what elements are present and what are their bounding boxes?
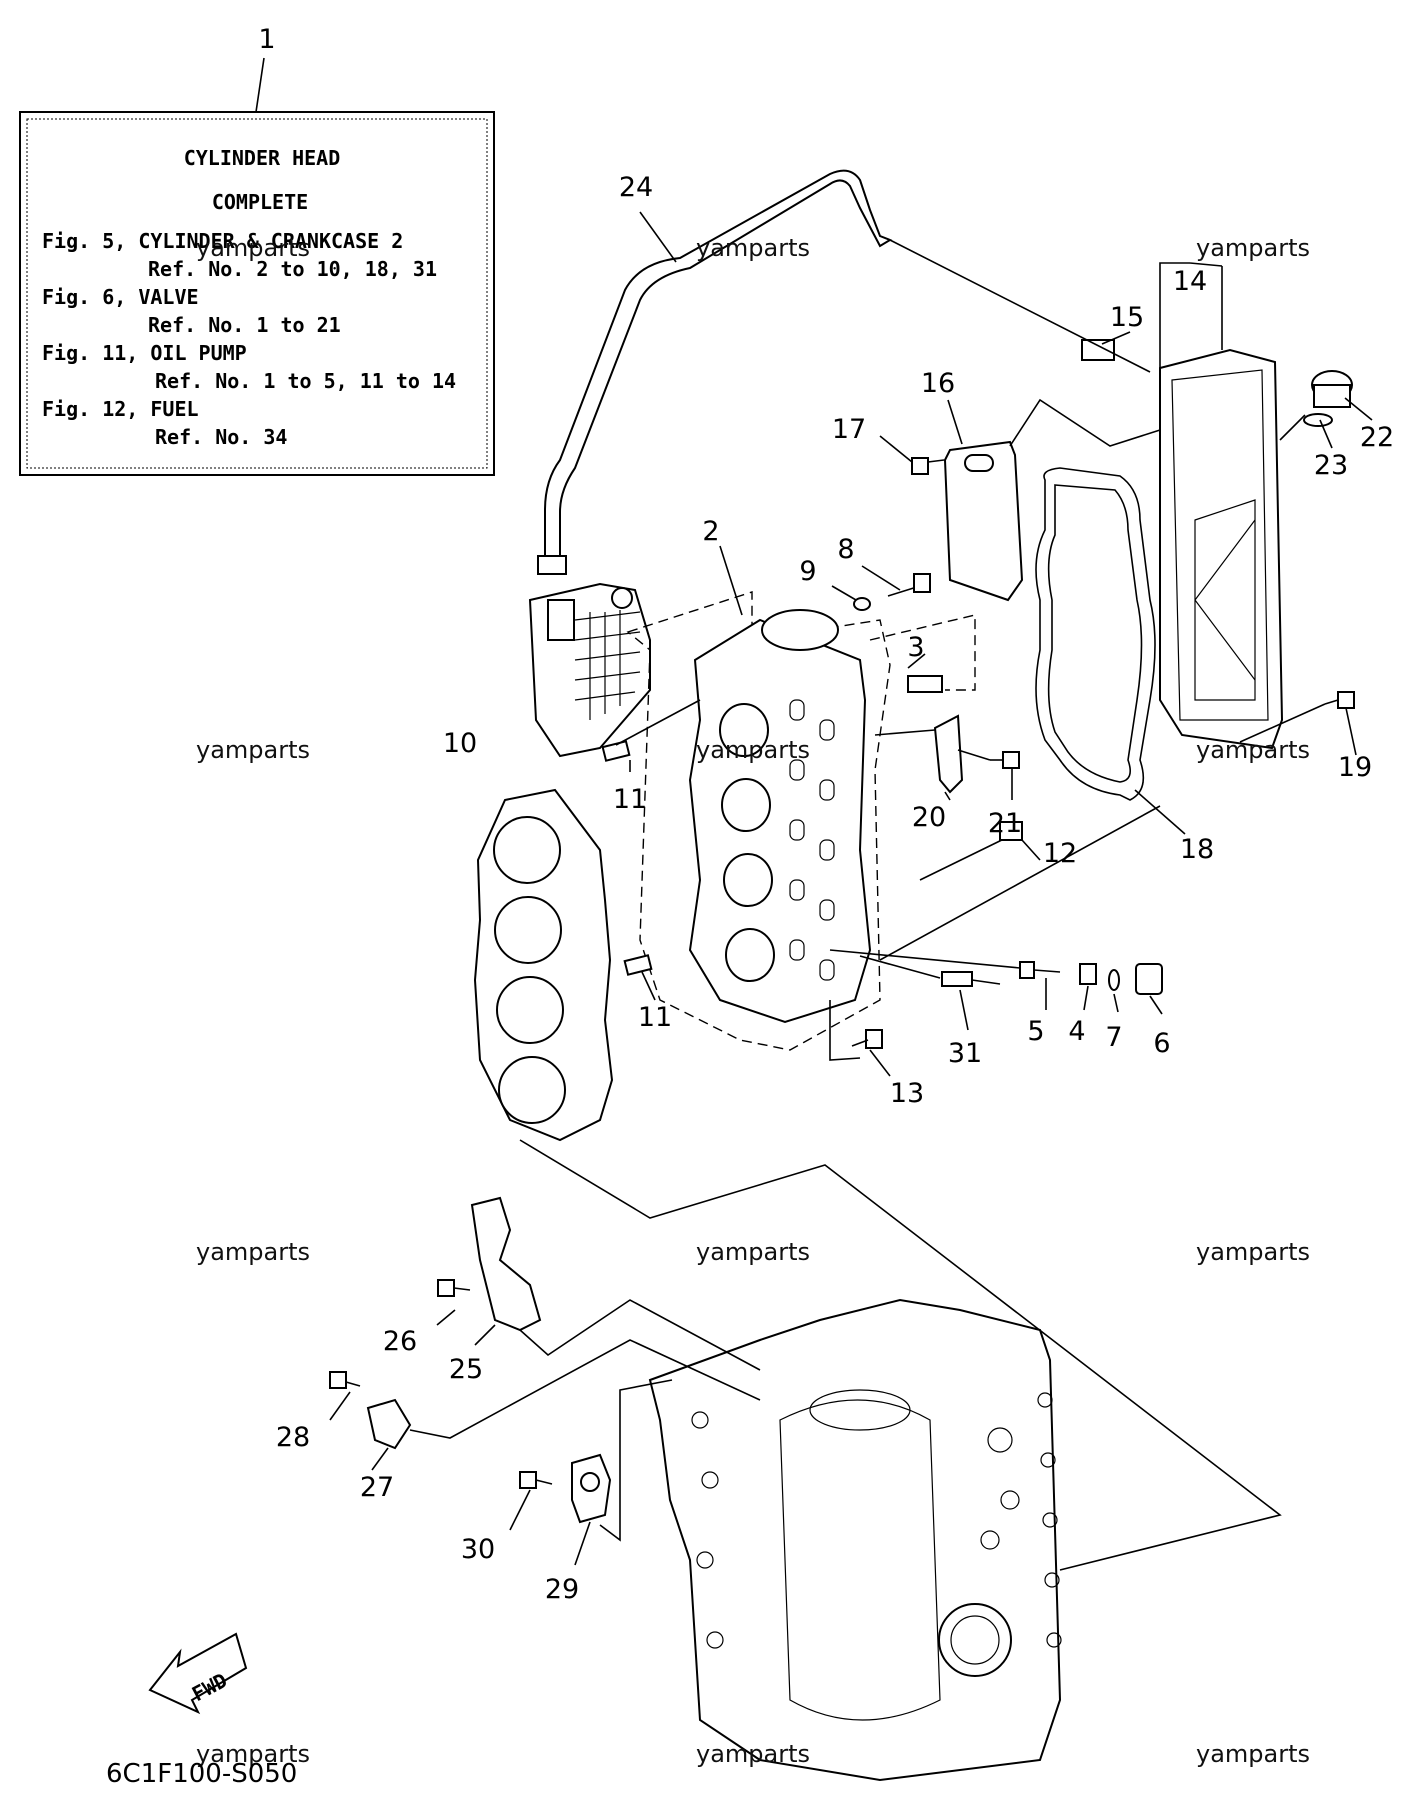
callout-16: 16: [921, 368, 955, 399]
callout-11-lower: 11: [638, 1002, 672, 1033]
watermark: yamparts: [196, 1238, 310, 1266]
callout-29: 29: [545, 1574, 579, 1605]
callout-5: 5: [1027, 1016, 1044, 1047]
plate-part: [943, 440, 1024, 602]
callout-14: 14: [1173, 266, 1207, 297]
kit-ref-no-1: Ref. No. 2 to 10, 18, 31: [148, 257, 437, 281]
watermark: yamparts: [696, 234, 810, 262]
cover-gasket-part: [1035, 467, 1156, 801]
kit-ref-fig-4: Fig. 12, FUEL: [42, 397, 199, 421]
pin-3-part: [907, 675, 943, 693]
callout-13: 13: [890, 1078, 924, 1109]
bracket-29-part: [571, 1453, 612, 1524]
crankcase-part: [648, 1298, 1062, 1782]
watermark: yamparts: [696, 1740, 810, 1768]
callout-30: 30: [461, 1534, 495, 1565]
callout-18: 18: [1180, 834, 1214, 865]
watermark: yamparts: [1196, 234, 1310, 262]
kit-ref-no-4: Ref. No. 34: [155, 425, 287, 449]
callout-8: 8: [837, 534, 854, 565]
watermark: yamparts: [1196, 1740, 1310, 1768]
dowel-11-upper-part: [601, 740, 631, 762]
callout-4: 4: [1068, 1016, 1085, 1047]
bolt-28-part: [329, 1371, 361, 1389]
head-gasket-part: [473, 788, 614, 1142]
callout-6: 6: [1153, 1028, 1170, 1059]
bolt-8-part: [887, 573, 931, 597]
watermark: yamparts: [696, 1238, 810, 1266]
callout-23: 23: [1314, 450, 1348, 481]
callout-28: 28: [276, 1422, 310, 1453]
bolt-15-part: [1081, 339, 1115, 361]
callout-9: 9: [799, 556, 816, 587]
callout-12: 12: [1043, 838, 1077, 869]
bolt-30-part: [519, 1471, 553, 1489]
callout-25: 25: [449, 1354, 483, 1385]
bolt-5-part: [1019, 961, 1061, 979]
callout-24: 24: [619, 172, 653, 203]
callout-7: 7: [1105, 1022, 1122, 1053]
kit-ref-no-2: Ref. No. 1 to 21: [148, 313, 341, 337]
watermark: yamparts: [1196, 1238, 1310, 1266]
callout-2: 2: [702, 516, 719, 547]
cylinder-head-part: [626, 591, 891, 1051]
callout-10: 10: [443, 728, 477, 759]
callout-22: 22: [1360, 422, 1394, 453]
kit-ref-fig-2: Fig. 6, VALVE: [42, 285, 199, 309]
bolt-19-part: [1324, 691, 1355, 709]
spark-plug-31-part: [941, 971, 1001, 987]
leader-lines: [329, 211, 1373, 1571]
callout-15: 15: [1110, 302, 1144, 333]
head-cover-part: [1159, 348, 1284, 750]
callout-31: 31: [948, 1038, 982, 1069]
diagram-code: 6C1F100-S050: [106, 1759, 297, 1789]
bolt-21-part: [990, 751, 1020, 769]
oil-cap-part: [1303, 370, 1353, 427]
kit-title-line1: CYLINDER HEAD: [184, 146, 341, 170]
kit-ref-no-3: Ref. No. 1 to 5, 11 to 14: [155, 369, 456, 393]
callout-27: 27: [360, 1472, 394, 1503]
washer-9-part: [853, 597, 871, 611]
watermark: yamparts: [1196, 736, 1310, 764]
forward-arrow-icon: FWD: [148, 1632, 248, 1715]
plug-6-part: [1135, 963, 1163, 995]
hose-part: [537, 169, 893, 575]
part-4: [1079, 963, 1097, 985]
bolt-17-part: [911, 457, 945, 475]
bracket-27-part: [366, 1398, 412, 1450]
kit-ref-fig-1: Fig. 5, CYLINDER & CRANKCASE 2: [42, 229, 403, 253]
bolt-13-part: [851, 1029, 883, 1049]
kit-title-line2: COMPLETE: [212, 190, 308, 214]
bracket-20-part: [933, 714, 964, 794]
oring-7-part: [1108, 969, 1120, 991]
watermark: yamparts: [196, 234, 310, 262]
callout-26: 26: [383, 1326, 417, 1357]
reed-cover-part: [528, 582, 651, 758]
kit-ref-fig-3: Fig. 11, OIL PUMP: [42, 341, 247, 365]
watermark: yamparts: [196, 736, 310, 764]
callouts: 1 24 14 15 16 17 22 23 2 8 9 3 10 11 20 …: [258, 24, 1394, 1605]
bolt-26-part: [437, 1279, 471, 1297]
callout-3: 3: [907, 632, 924, 663]
watermarks: yamparts yamparts yamparts yamparts yamp…: [196, 234, 1310, 1768]
callout-17: 17: [832, 414, 866, 445]
bracket-25-part: [470, 1196, 542, 1332]
watermark: yamparts: [696, 736, 810, 764]
callout-19: 19: [1338, 752, 1372, 783]
kit-info-box: CYLINDER HEAD COMPLETE Fig. 5, CYLINDER …: [19, 57, 495, 476]
callout-1: 1: [258, 24, 275, 55]
callout-20: 20: [912, 802, 946, 833]
callout-11-upper: 11: [613, 784, 647, 815]
dowel-11-lower-part: [623, 954, 653, 976]
bolt-12-part: [919, 821, 1023, 881]
callout-21: 21: [988, 808, 1022, 839]
watermark: yamparts: [196, 1740, 310, 1768]
